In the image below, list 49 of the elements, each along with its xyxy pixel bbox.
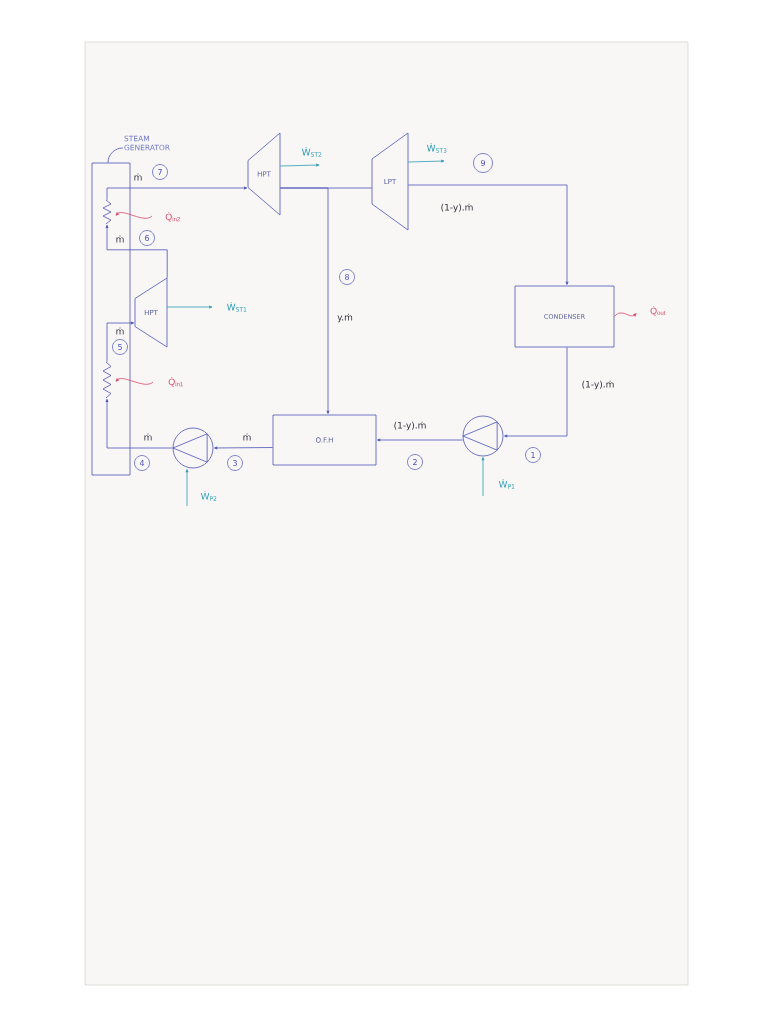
state-number: 9 (473, 153, 493, 173)
state-number: 3 (227, 455, 243, 471)
work-rate-label: Ẇ$_{ST2}$ (300, 146, 324, 158)
flow-arrow (106, 186, 248, 201)
state-number: 5 (112, 339, 128, 355)
heat-arrow (115, 378, 154, 385)
mass-flow-label: ṁ (132, 172, 144, 182)
work-rate-label: Ẇ$_{P2}$ (199, 490, 219, 502)
heat-rate-label: Q̇$_{in1}$ (167, 376, 185, 388)
flow-arrow (279, 187, 330, 414)
work-rate-label: Ẇ$_{P1}$ (497, 478, 517, 490)
flow-arrow (407, 184, 569, 285)
state-number: 2 (407, 454, 423, 470)
flow-arrow (214, 446, 273, 450)
mass-flow-label: y.ṁ (336, 312, 354, 324)
mass-flow-label: ṁ (241, 432, 253, 442)
mass-flow-label: (1-y).ṁ (580, 379, 616, 391)
leader-line (107, 147, 124, 163)
mass-flow-label: ṁ (114, 326, 126, 336)
flow-arrow (105, 224, 168, 279)
flow-arrow (377, 438, 463, 442)
state-number: 6 (139, 230, 155, 246)
work-arrow (407, 159, 445, 163)
flow-arrow (105, 398, 173, 449)
work-arrow (166, 305, 213, 309)
pump-symbol (462, 415, 504, 457)
steam-generator-box (91, 162, 131, 476)
mass-flow-label: ṁ (142, 432, 154, 442)
state-number: 7 (152, 164, 168, 180)
work-arrow (279, 163, 320, 167)
state-number: 4 (134, 455, 150, 471)
heat-arrow (614, 312, 637, 317)
state-number: 1 (525, 447, 541, 463)
heat-rate-label: Q̇$_{out}$ (649, 305, 667, 317)
state-number: 8 (339, 269, 355, 285)
pump-symbol (172, 427, 214, 469)
flow-arrow (504, 347, 568, 438)
mass-flow-label: (1-y).ṁ (392, 420, 428, 432)
work-rate-label: Ẇ$_{ST3}$ (425, 142, 449, 154)
mass-flow-label: ṁ (114, 234, 126, 244)
flow-arrow (106, 321, 135, 363)
heating-coil (102, 361, 112, 399)
mass-flow-label: (1-y).ṁ (439, 202, 475, 214)
heating-coil (102, 199, 112, 225)
work-arrow (185, 469, 189, 507)
work-rate-label: Ẇ$_{ST1}$ (225, 301, 249, 313)
work-arrow (481, 457, 485, 497)
heat-rate-label: Q̇$_{in2}$ (164, 211, 182, 223)
heat-arrow (115, 212, 153, 219)
